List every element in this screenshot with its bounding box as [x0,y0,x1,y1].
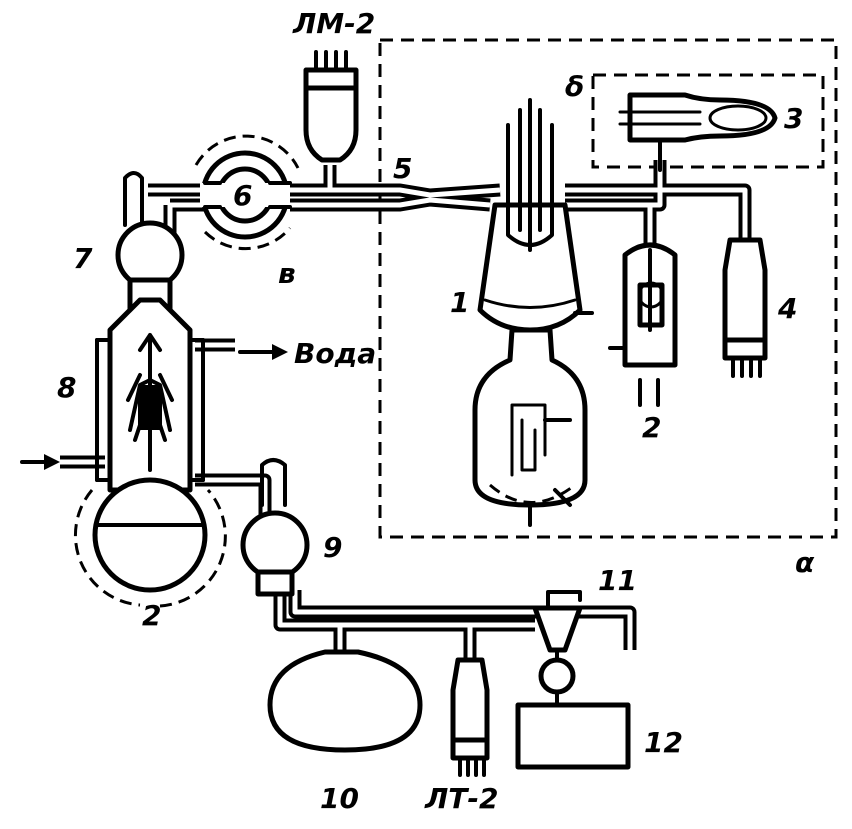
label-8: 8 [57,371,76,404]
vessel-1 [472,98,594,527]
label-5: 5 [393,152,412,185]
label-9: 9 [323,531,342,564]
label-v: в [278,257,296,290]
enclosure-b [591,73,825,169]
enclosure-a [378,38,838,539]
trap-2-right [608,242,678,407]
label-3: 3 [784,102,803,135]
label-lm2: ЛМ-2 [292,7,375,40]
label-10: 10 [320,782,359,815]
flask-2-boiler [73,477,227,608]
label-7: 7 [73,242,93,275]
gauge-4 [722,237,768,378]
label-1: 1 [450,286,469,319]
flask-9 [240,458,310,597]
pump-12 [515,702,631,770]
gauge-lm2 [303,50,359,163]
column-8 [95,297,205,493]
label-delta: δ [565,70,584,103]
label-4: 4 [777,292,797,325]
gauge-lt2 [450,657,490,777]
label-voda: Вода [294,337,376,370]
label-6: 6 [233,179,252,212]
inlet-arrow [20,454,60,470]
pipe-network-inner [60,160,748,660]
lamp-3 [618,92,778,172]
coil-6 [194,134,300,251]
label-12: 12 [644,726,683,759]
label-2-right: 2 [642,411,661,444]
label-lt2: ЛТ-2 [424,782,498,815]
flask-10 [267,649,423,753]
label-2-left: 2 [142,599,161,632]
label-11: 11 [598,564,637,597]
label-alpha: α [795,546,815,579]
trap-11 [532,590,583,707]
water-outlet-arrow [238,344,288,360]
